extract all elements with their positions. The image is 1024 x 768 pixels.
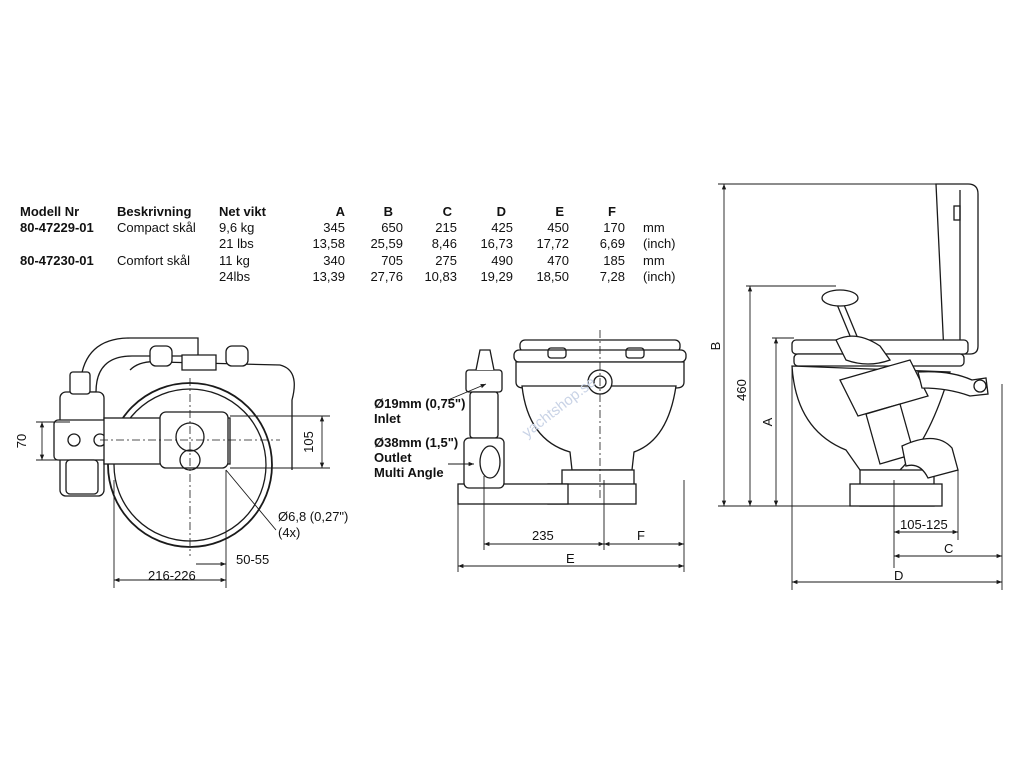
row-description: Compact skål: [117, 220, 196, 235]
row-a: 340: [323, 253, 345, 268]
row-a: 13,58: [312, 236, 345, 251]
top-view-drawing: [53, 337, 295, 556]
row-e: 17,72: [536, 236, 569, 251]
dim-216-226-label: 216-226: [148, 568, 196, 583]
row-f: 6,69: [599, 236, 625, 251]
row-e: 18,50: [536, 269, 569, 284]
row-c: 10,83: [424, 269, 457, 284]
inlet-size-label: Ø19mm (0,75"): [374, 396, 465, 411]
row-model: 80-47229-01: [20, 220, 94, 235]
hole-diameter-label: Ø6,8 (0,27"): [278, 509, 348, 524]
row-f: 185: [603, 253, 625, 268]
header-d: D: [496, 204, 506, 219]
row-f: 7,28: [599, 269, 625, 284]
row-e: 470: [547, 253, 569, 268]
front-view-dimensions: [447, 383, 685, 572]
header-e: E: [555, 204, 564, 219]
dim-c-label: C: [944, 541, 953, 556]
header-c: C: [442, 204, 452, 219]
dim-70-label: 70: [14, 434, 29, 448]
row-description: Comfort skål: [117, 253, 190, 268]
dim-b-label: B: [708, 342, 723, 351]
side-view-drawing: [791, 183, 989, 507]
row-weight: 21 lbs: [219, 236, 254, 251]
dim-235-label: 235: [532, 528, 554, 543]
outlet-label: Outlet: [374, 450, 412, 465]
side-view-dimensions: [718, 183, 1003, 590]
dim-460-label: 460: [734, 379, 749, 401]
row-c: 8,46: [431, 236, 457, 251]
row-c: 215: [435, 220, 457, 235]
row-d: 425: [491, 220, 513, 235]
row-weight: 9,6 kg: [219, 220, 255, 235]
header-b: B: [383, 204, 393, 219]
row-a: 345: [323, 220, 345, 235]
row-b: 650: [381, 220, 403, 235]
spec-table: Modell Nr Beskrivning Net vikt A B C D E…: [0, 0, 1024, 300]
row-d: 16,73: [480, 236, 513, 251]
dim-105-label: 105: [301, 431, 316, 453]
header-net-weight: Net vikt: [219, 204, 266, 219]
row-a: 13,39: [312, 269, 345, 284]
header-a: A: [335, 204, 345, 219]
front-view-drawing: [457, 330, 687, 505]
row-e: 450: [547, 220, 569, 235]
outlet-size-label: Ø38mm (1,5"): [374, 435, 458, 450]
dim-a-label: A: [760, 417, 775, 426]
row-b: 25,59: [370, 236, 403, 251]
header-description: Beskrivning: [117, 204, 192, 219]
dim-50-55-label: 50-55: [236, 552, 269, 567]
inlet-label: Inlet: [374, 411, 401, 426]
dim-105-125-label: 105-125: [900, 517, 948, 532]
row-unit: (inch): [643, 236, 676, 251]
row-d: 490: [491, 253, 513, 268]
dim-d-label: D: [894, 568, 903, 583]
row-model: 80-47230-01: [20, 253, 94, 268]
header-f: F: [608, 204, 616, 219]
dim-f-label: F: [637, 528, 645, 543]
hole-count-label: (4x): [278, 525, 300, 540]
row-weight: 11 kg: [219, 253, 250, 268]
row-unit: (inch): [643, 269, 676, 284]
row-b: 27,76: [370, 269, 403, 284]
row-c: 275: [435, 253, 457, 268]
row-unit: mm: [643, 253, 665, 268]
row-unit: mm: [643, 220, 665, 235]
row-f: 170: [603, 220, 625, 235]
row-d: 19,29: [480, 269, 513, 284]
dim-e-label: E: [566, 551, 575, 566]
row-weight: 24lbs: [219, 269, 251, 284]
outlet-angle-label: Multi Angle: [374, 465, 444, 480]
header-model: Modell Nr: [20, 204, 80, 219]
row-b: 705: [381, 253, 403, 268]
top-view-dimensions: [36, 415, 330, 588]
